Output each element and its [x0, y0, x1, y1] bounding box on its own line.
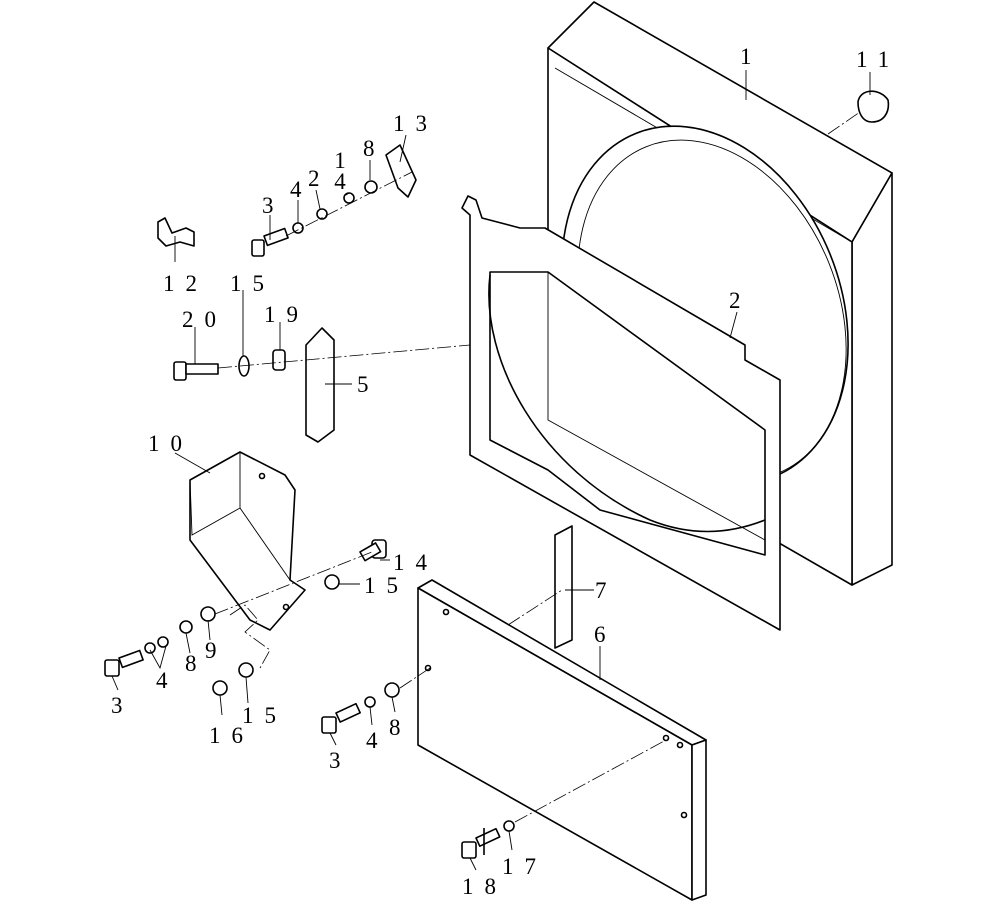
callout-13: 13 — [393, 111, 438, 136]
part-11-grommet — [857, 90, 890, 123]
callout-12: 12 — [163, 271, 208, 296]
callout-14b: 14 — [393, 550, 438, 575]
callout-17: 17 — [502, 854, 547, 879]
callout-15b: 15 — [364, 573, 409, 598]
callout-16: 16 — [209, 723, 254, 748]
callout-8c: 8 — [389, 715, 412, 740]
hardware — [104, 180, 515, 859]
callout-11: 11 — [856, 47, 900, 72]
callout-5: 5 — [357, 372, 380, 397]
part-5-bracket — [305, 327, 335, 443]
callout-15: 15 — [230, 271, 275, 296]
part-7-strip — [554, 525, 573, 649]
callout-9: 9 — [205, 638, 228, 663]
callout-7: 7 — [595, 578, 618, 603]
callout-3: 3 — [262, 193, 285, 218]
part-13-plate — [385, 144, 417, 198]
callout-8: 8 — [363, 136, 386, 161]
callout-18: 18 — [462, 874, 507, 899]
callout-10: 10 — [148, 431, 193, 456]
part-2-frame — [461, 195, 781, 631]
callout-3c: 3 — [329, 748, 352, 773]
callout-4: 4 — [290, 177, 313, 202]
callout-14: 14 — [328, 148, 353, 190]
callout-6: 6 — [594, 622, 617, 647]
leader-lines — [111, 70, 871, 871]
assembly-centerlines — [214, 111, 861, 823]
callout-labels: 1 11 13 8 14 2 4 3 12 15 20 19 5 2 10 14… — [111, 44, 900, 899]
callout-4c: 4 — [366, 728, 389, 753]
callout-15c: 15 — [242, 703, 287, 728]
callout-2b: 2 — [729, 288, 752, 313]
callout-2: 2 — [308, 166, 331, 191]
callout-1: 1 — [740, 44, 763, 69]
callout-3b: 3 — [111, 693, 134, 718]
callout-4b: 4 — [156, 668, 179, 693]
part-6-panel — [417, 579, 707, 901]
callout-19: 19 — [264, 302, 309, 327]
part-10-bracket — [189, 451, 306, 631]
callout-8b: 8 — [185, 651, 208, 676]
callout-20: 20 — [182, 307, 227, 332]
part-12-clip — [157, 217, 195, 247]
